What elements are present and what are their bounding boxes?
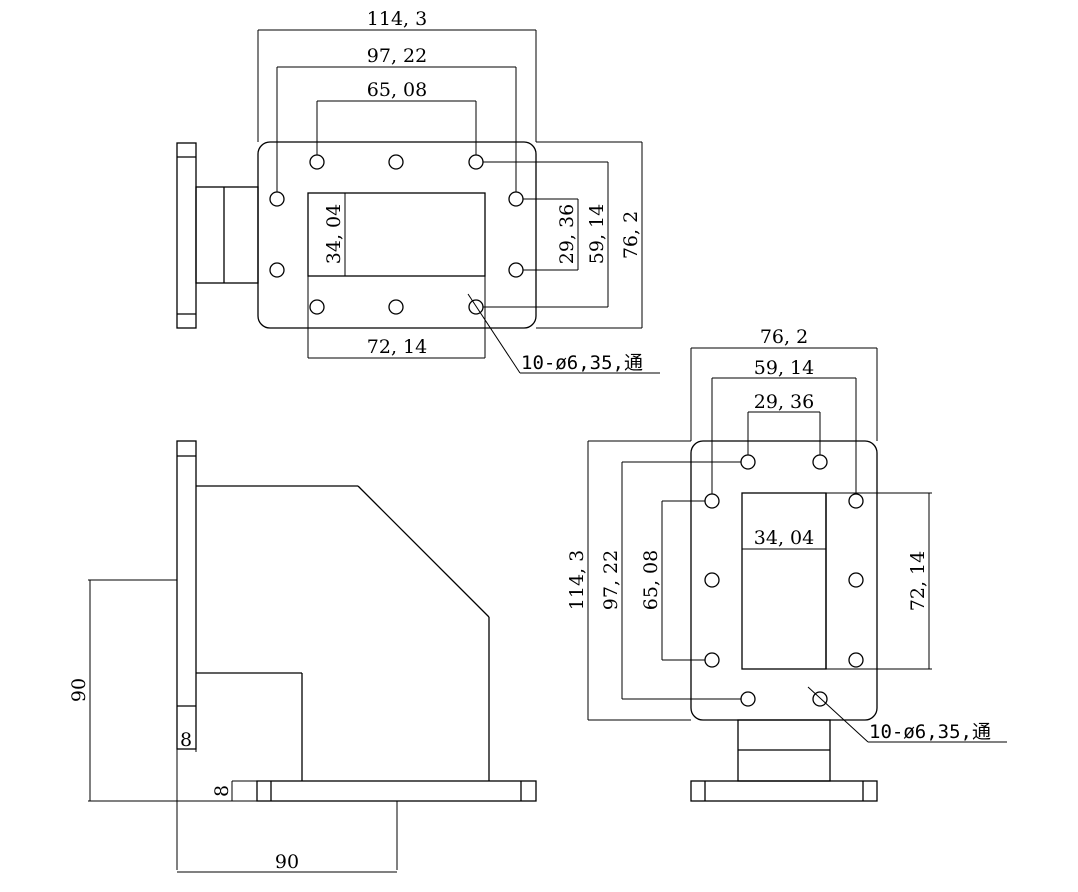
side-dim-90-vertical: 90 xyxy=(68,678,90,702)
front-hole-callout: 10-ø6,35,通 xyxy=(869,721,991,743)
side-dim-90-horizontal: 90 xyxy=(275,851,299,873)
top-dim-29-36: 29, 36 xyxy=(556,204,578,264)
front-dim-29-36: 29, 36 xyxy=(754,391,814,413)
side-view-body xyxy=(176,440,537,802)
front-dim-59-14: 59, 14 xyxy=(754,357,814,379)
front-dim-34-04: 34, 04 xyxy=(754,527,814,549)
side-dim-8-flange: 8 xyxy=(180,729,192,751)
side-view-dimension-lines xyxy=(88,579,398,873)
front-dim-97-22: 97, 22 xyxy=(600,550,622,610)
front-dim-72-14: 72, 14 xyxy=(907,551,929,611)
top-view: 114, 3 97, 22 65, 08 34, 04 29, 36 59, 1… xyxy=(176,8,660,374)
front-view-opening xyxy=(741,492,827,670)
top-hole-callout: 10-ø6,35,通 xyxy=(521,352,643,374)
front-view-holes xyxy=(704,454,864,707)
front-view: 76, 2 59, 14 29, 36 34, 04 114, 3 97, 22… xyxy=(566,326,1007,802)
front-view-body xyxy=(690,440,878,802)
top-view-body xyxy=(176,141,537,329)
side-dim-8-base: 8 xyxy=(211,785,233,797)
top-view-dimension-lines xyxy=(257,29,660,374)
top-dim-76-2: 76, 2 xyxy=(620,211,642,259)
side-view: 90 8 8 90 xyxy=(68,440,537,873)
top-dim-97-22: 97, 22 xyxy=(367,45,427,67)
top-dim-34-04: 34, 04 xyxy=(323,204,345,264)
top-dim-65-08: 65, 08 xyxy=(367,79,427,101)
front-view-dimension-lines xyxy=(587,347,1007,743)
front-dim-76-2: 76, 2 xyxy=(760,326,808,348)
front-dim-65-08: 65, 08 xyxy=(640,550,662,610)
front-dim-114-3: 114, 3 xyxy=(566,550,588,610)
top-dim-59-14: 59, 14 xyxy=(586,204,608,264)
top-dim-114-3: 114, 3 xyxy=(367,8,427,30)
top-dim-72-14: 72, 14 xyxy=(367,336,427,358)
top-view-opening xyxy=(307,192,486,277)
